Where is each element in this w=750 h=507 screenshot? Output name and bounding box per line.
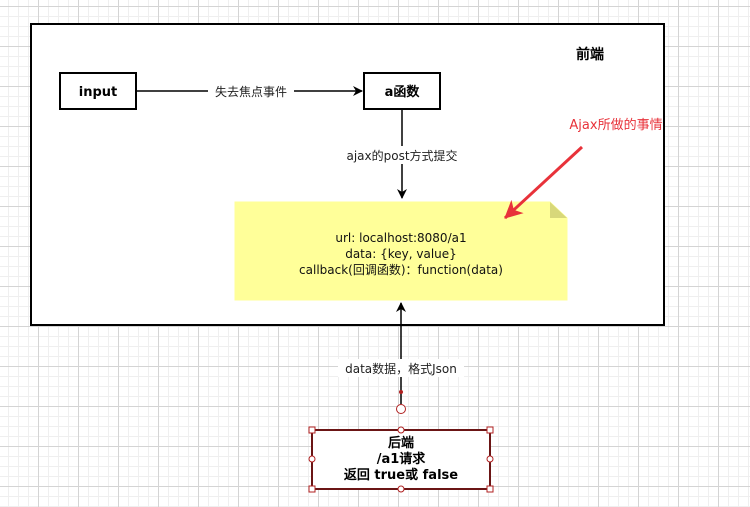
input-node[interactable] [59,72,137,110]
blur-event-label-bg [208,82,294,100]
resize-handle-bottom-right[interactable] [486,485,494,493]
blur-event-label: 失去焦点事件 [215,84,287,99]
resize-handle-top-right[interactable] [486,426,494,434]
connection-handle-right[interactable] [486,455,494,463]
backend-label-title: 后端 [388,435,414,451]
input-node-label: input [79,85,118,100]
connection-handle-left[interactable] [308,455,316,463]
resize-handle-bottom-left[interactable] [308,485,316,493]
backend-label-return: 返回 true或 false [344,467,458,483]
ajax-note-fold [550,202,567,218]
data-json-label: data数据，格式Json [345,361,457,376]
resize-handle-top-left[interactable] [308,426,316,434]
frontend-label: 前端 [576,46,604,63]
ajax-post-label: ajax的post方式提交 [346,148,457,163]
ajax-note[interactable] [234,201,568,301]
rotate-handle[interactable] [396,404,406,414]
ajax-note-data: data: {key, value} [345,247,457,261]
a-function-label: a函数 [385,84,421,100]
ajax-note-callback: callback(回调函数)：function(data) [299,262,503,277]
data-json-label-bg [338,359,464,377]
connection-handle-top[interactable] [397,426,405,434]
ajax-annotation-label: Ajax所做的事情 [569,117,662,133]
ajax-note-url: url: localhost:8080/a1 [335,231,466,245]
connection-handle-bottom[interactable] [397,485,405,493]
ajax-post-label-bg [338,146,466,164]
edge-waypoint[interactable] [399,390,403,394]
backend-label-route: /a1请求 [377,451,427,467]
ajax-annotation-arrow[interactable] [503,145,584,220]
